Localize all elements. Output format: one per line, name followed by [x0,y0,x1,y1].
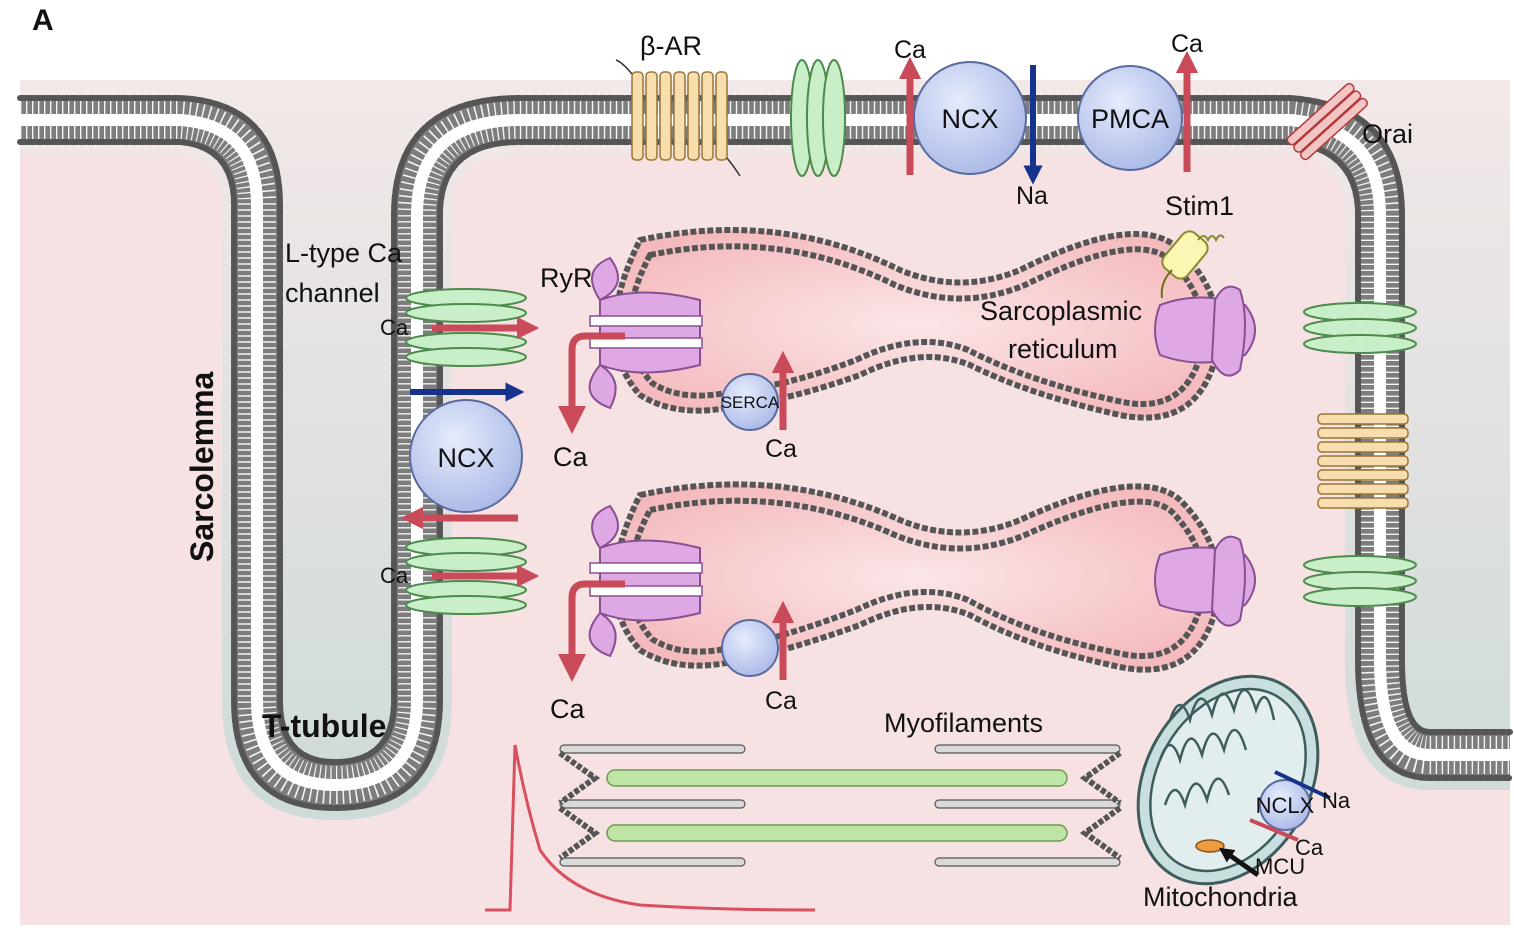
ca-release-label-upper: Ca [553,442,588,472]
ca-mito-label: Ca [1295,835,1324,860]
stim1-protein [1160,230,1225,299]
mcu-label: MCU [1255,854,1305,879]
ca-serca-label-upper: Ca [765,435,797,463]
ncx-top-exchanger [913,61,1027,175]
t-tubule-label: T-tubule [262,708,386,744]
serca-pump-upper [721,373,779,431]
ryr-lower-left [588,504,703,658]
pmca-label: PMCA [1091,104,1169,134]
beta-ar-receptor-right [1317,413,1409,509]
ryr-upper-left [588,256,703,410]
ltype-label-line1: L-type Ca [285,238,403,268]
nclx-ca-arrow [1249,818,1299,842]
myofilaments-label: Myofilaments [884,708,1043,738]
ncx-ca-label: Ca [894,36,926,64]
ryr-upper-right [1154,285,1256,377]
ryr-lower-right [1154,535,1256,627]
green-channel-right-upper [1303,302,1417,354]
serca-pump-lower [721,619,779,677]
nclx-na-arrow [1274,770,1331,800]
sr-label-line1: Sarcoplasmic [980,296,1142,326]
ryr-ca-release-arrow-upper [558,332,625,434]
ncx-left-label: NCX [437,443,494,473]
mcu-pointer-arrow [1218,847,1260,878]
ca-serca-label-lower: Ca [765,687,797,715]
ltype-label-line2: channel [285,278,380,308]
pmca-pump [1077,65,1183,171]
calcium-transient-trace [485,744,816,912]
sarcolemma-label: Sarcolemma [184,371,220,562]
sarcoplasmic-reticulum-upper [612,227,1222,421]
serca-label: SERCA [721,393,780,412]
mitochondria-label: Mitochondria [1143,882,1299,912]
green-channel-right-lower [1303,555,1417,607]
stim1-label: Stim1 [1165,191,1234,221]
beta-ar-receptor [615,59,741,177]
ltype-ca-label-lower: Ca [380,563,409,588]
ltype-ca-channel-lower [405,537,527,615]
myofilaments [558,744,1122,867]
green-channel-top [790,59,846,177]
beta-ar-label: β-AR [640,31,702,61]
ryr-label: RyR [540,263,593,293]
pmca-ca-label: Ca [1171,30,1203,58]
ca-release-label-lower: Ca [550,694,585,724]
ltype-ca-label-upper: Ca [380,315,409,340]
sarcoplasmic-reticulum-lower [612,481,1222,673]
na-mito-label: Na [1322,788,1351,813]
nclx-label: NCLX [1256,793,1315,818]
ltype-ca-channel-upper [405,288,527,367]
nclx-exchanger [1259,779,1311,831]
ncx-left-exchanger [409,399,523,513]
orai-channel [1286,82,1369,161]
ryr-ca-release-arrow-lower [558,580,625,682]
sr-label-line2: reticulum [1008,334,1118,364]
orai-label: Orai [1362,119,1413,149]
panel-label: A [32,4,54,37]
ncx-top-label: NCX [941,104,998,134]
ncx-na-label: Na [1016,182,1048,210]
